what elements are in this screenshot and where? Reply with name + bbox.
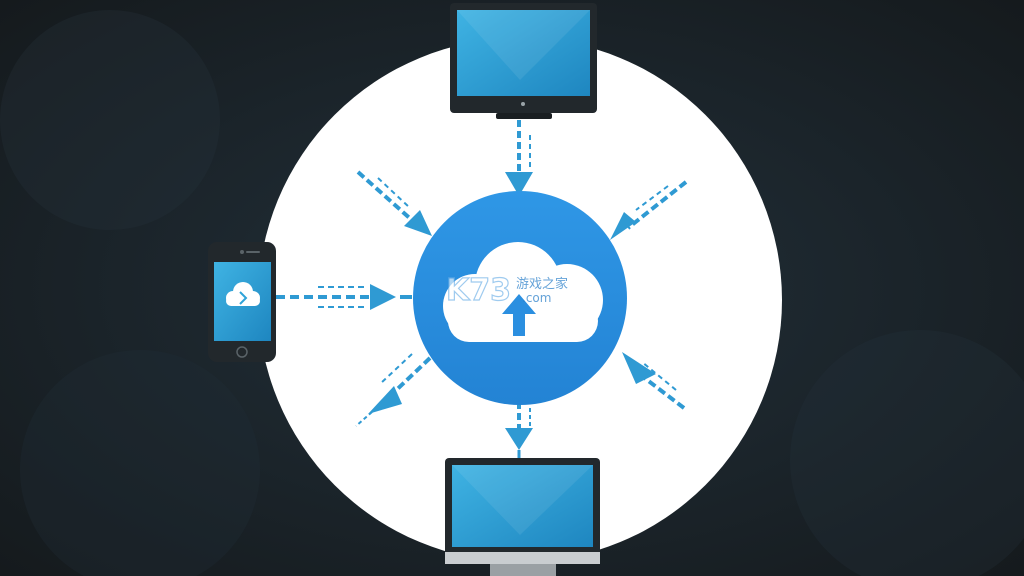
- monitor-chin: [445, 552, 600, 564]
- watermark-cn: 游戏之家: [516, 276, 568, 292]
- monitor-screen: [452, 465, 593, 547]
- phone-home-button: [236, 346, 248, 358]
- arrow-bottom-left: [355, 353, 432, 427]
- arrow-top: [505, 120, 533, 196]
- background-bokeh: [20, 350, 260, 576]
- arrow-top-left: [356, 170, 432, 236]
- monitor-top: [450, 3, 597, 119]
- smartphone-left: [208, 242, 276, 362]
- monitor-bottom: [445, 458, 600, 576]
- arrow-bottom: [505, 402, 533, 460]
- monitor-logo: [521, 102, 525, 106]
- phone-speaker: [246, 251, 260, 253]
- background-bokeh: [0, 10, 220, 230]
- site-watermark: K73 游戏之家 .com: [445, 272, 568, 308]
- monitor-stand: [490, 564, 556, 576]
- watermark-mark: K73: [446, 273, 511, 308]
- monitor-stand: [496, 113, 552, 119]
- watermark-domain: .com: [522, 291, 551, 305]
- monitor-screen: [457, 10, 590, 96]
- arrows-group: [276, 120, 688, 460]
- background-bokeh: [790, 330, 1024, 576]
- cloud-hub: [413, 191, 627, 405]
- arrow-right: [622, 352, 686, 410]
- cloud-sync-icon: [226, 282, 260, 306]
- arrow-left: [276, 284, 412, 310]
- phone-camera: [240, 250, 244, 254]
- upload-arrow-icon: [502, 294, 536, 336]
- arrow-top-right: [610, 180, 688, 240]
